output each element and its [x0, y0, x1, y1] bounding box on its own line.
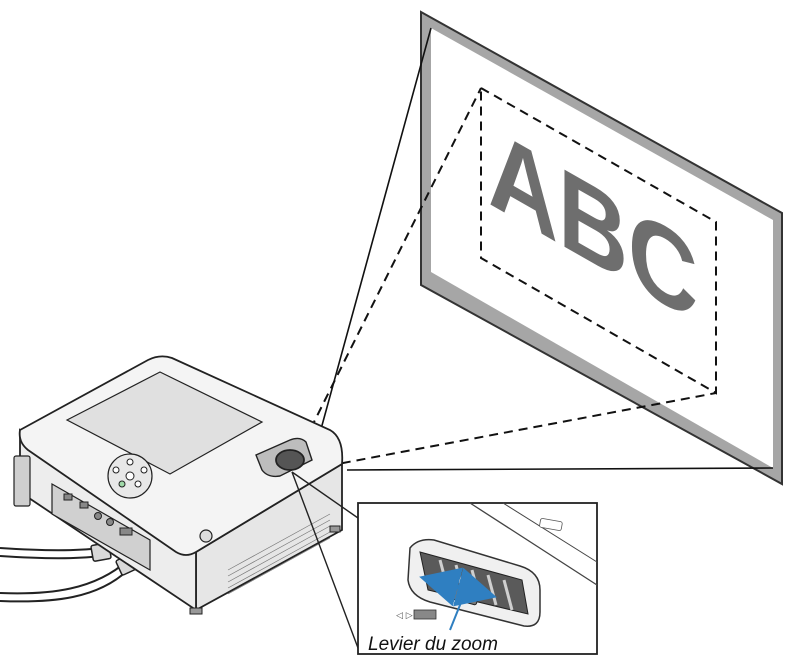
- side-vent: [13, 455, 31, 507]
- label-pointer: [449, 599, 463, 631]
- zoom-callout: ◁ ▷ Levier du zoom: [357, 502, 598, 655]
- zoom-lever-marks: ◁ ▷: [396, 611, 413, 621]
- callout-leader-lines: [291, 471, 359, 649]
- screen-surface: [431, 28, 773, 468]
- lens: [275, 449, 305, 471]
- projection-beam-lines: [303, 27, 774, 471]
- zoom-lever-label: Levier du zoom: [368, 634, 498, 655]
- projector: [13, 355, 344, 615]
- connector-panel: [51, 482, 151, 572]
- zoom-direction-arrow: [419, 567, 497, 607]
- power-button: [199, 529, 213, 543]
- projection-screen: ABC: [420, 10, 783, 486]
